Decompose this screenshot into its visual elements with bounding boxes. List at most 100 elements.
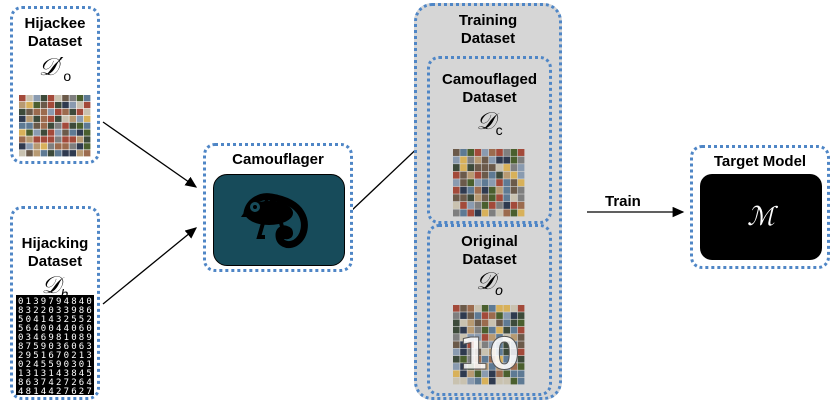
thumbnail-tile bbox=[503, 194, 510, 202]
hijackee-title-line2: Dataset bbox=[27, 33, 83, 50]
thumbnail-tile bbox=[496, 305, 503, 312]
thumbnail-tile bbox=[474, 370, 482, 378]
digit-glyph: 0 bbox=[48, 306, 53, 316]
digit-glyph: 9 bbox=[41, 342, 46, 352]
digit-glyph: 5 bbox=[71, 315, 76, 325]
digit-glyph: 2 bbox=[79, 387, 84, 395]
thumbnail-tile bbox=[76, 143, 84, 150]
thumbnail-tile bbox=[481, 377, 489, 385]
digit-glyph: 9 bbox=[48, 333, 53, 343]
digit-glyph: 9 bbox=[41, 297, 46, 307]
thumbnail-tile bbox=[517, 186, 525, 194]
thumbnail-tile bbox=[69, 101, 76, 109]
thumbnail-tile bbox=[460, 377, 467, 385]
digit-glyph: 6 bbox=[26, 378, 31, 388]
thumbnail-tile bbox=[460, 164, 467, 172]
thumbnail-tile bbox=[40, 115, 48, 122]
digit-glyph: 1 bbox=[48, 369, 53, 379]
thumbnail-tile bbox=[460, 179, 467, 187]
thumbnail-tile bbox=[481, 194, 489, 202]
thumbnail-tile bbox=[76, 150, 84, 157]
hijackee-symbol: 𝒟′o bbox=[38, 53, 72, 84]
thumbnail-tile bbox=[460, 156, 467, 164]
thumbnail-tile bbox=[489, 305, 496, 312]
digit-glyph: 0 bbox=[71, 333, 76, 343]
thumbnail-tile bbox=[467, 156, 474, 164]
thumbnail-tile bbox=[474, 363, 482, 370]
thumbnail-tile bbox=[453, 363, 460, 370]
digit-glyph: 0 bbox=[64, 360, 69, 370]
thumbnail-tile bbox=[55, 115, 62, 122]
digit-glyph: 8 bbox=[71, 369, 76, 379]
thumbnail-tile bbox=[517, 319, 525, 327]
thumbnail-tile bbox=[517, 348, 525, 356]
thumbnail-tile bbox=[474, 209, 482, 217]
thumbnail-tile bbox=[503, 377, 510, 385]
thumbnail-tile bbox=[33, 143, 40, 150]
thumbnail-tile bbox=[33, 136, 40, 143]
camouflaged-symbol: 𝒟c bbox=[476, 107, 503, 138]
thumbnail-tile bbox=[453, 164, 460, 172]
thumbnail-tile bbox=[489, 348, 496, 356]
thumbnail-tile bbox=[47, 129, 55, 136]
thumbnail-tile bbox=[517, 171, 525, 179]
thumbnail-tile bbox=[503, 319, 510, 327]
digit-glyph: 4 bbox=[48, 387, 53, 395]
thumbnail-tile bbox=[474, 377, 482, 385]
hijacking-symbol: 𝒟h bbox=[41, 271, 69, 302]
camouflaged-title-line1: Camouflaged bbox=[441, 71, 537, 88]
training-title-line1: Training bbox=[458, 12, 518, 29]
thumbnail-tile bbox=[40, 136, 48, 143]
thumbnail-tile bbox=[55, 122, 62, 129]
thumbnail-tile bbox=[517, 341, 525, 349]
thumbnail-tile bbox=[481, 179, 489, 187]
thumbnail-tile bbox=[33, 115, 40, 122]
thumbnail-tile bbox=[489, 156, 496, 164]
digit-glyph: 4 bbox=[48, 378, 53, 388]
thumbnail-tile bbox=[26, 108, 33, 116]
thumbnail-tile bbox=[496, 171, 503, 179]
digit-glyph: 3 bbox=[56, 306, 61, 316]
digit-glyph: 8 bbox=[56, 333, 61, 343]
thumbnail-tile bbox=[517, 377, 525, 385]
digit-glyph: 6 bbox=[64, 342, 69, 352]
digit-glyph: 8 bbox=[26, 387, 31, 395]
thumbnail-tile bbox=[503, 179, 510, 187]
thumbnail-tile bbox=[496, 370, 503, 378]
digit-glyph: 5 bbox=[48, 360, 53, 370]
thumbnail-tile bbox=[510, 370, 518, 378]
thumbnail-tile bbox=[517, 334, 525, 341]
thumbnail-tile bbox=[460, 319, 467, 327]
thumbnail-tile bbox=[460, 341, 467, 349]
thumbnail-tile bbox=[19, 115, 26, 122]
digit-glyph: 3 bbox=[41, 369, 46, 379]
thumbnail-tile bbox=[55, 108, 62, 116]
thumbnail-tile bbox=[453, 194, 460, 202]
thumbnail-tile bbox=[474, 334, 482, 341]
thumbnail-tile bbox=[489, 149, 496, 156]
digit-glyph: 7 bbox=[48, 297, 53, 307]
thumbnail-tile bbox=[496, 341, 503, 349]
thumbnail-tile bbox=[467, 164, 474, 172]
thumbnail-tile bbox=[474, 149, 482, 156]
camouflager-box: Camouflager bbox=[203, 143, 353, 272]
thumbnail-tile bbox=[474, 179, 482, 187]
digit-glyph: 4 bbox=[33, 333, 38, 343]
thumbnail-tile bbox=[69, 136, 76, 143]
thumbnail-tile bbox=[62, 143, 69, 150]
thumbnail-tile bbox=[510, 305, 518, 312]
thumbnail-tile bbox=[26, 129, 33, 136]
thumbnail-tile bbox=[467, 201, 474, 209]
thumbnail-tile bbox=[19, 143, 26, 150]
digit-glyph: 2 bbox=[33, 306, 38, 316]
thumbnail-tile bbox=[496, 348, 503, 356]
thumbnail-tile bbox=[40, 122, 48, 129]
thumbnail-tile bbox=[510, 194, 518, 202]
thumbnail-tile bbox=[474, 305, 482, 312]
thumbnail-tile bbox=[510, 312, 518, 319]
thumbnail-tile bbox=[47, 143, 55, 150]
digit-glyph: 3 bbox=[56, 342, 61, 352]
thumbnail-tile bbox=[19, 122, 26, 129]
thumbnail-tile bbox=[481, 171, 489, 179]
